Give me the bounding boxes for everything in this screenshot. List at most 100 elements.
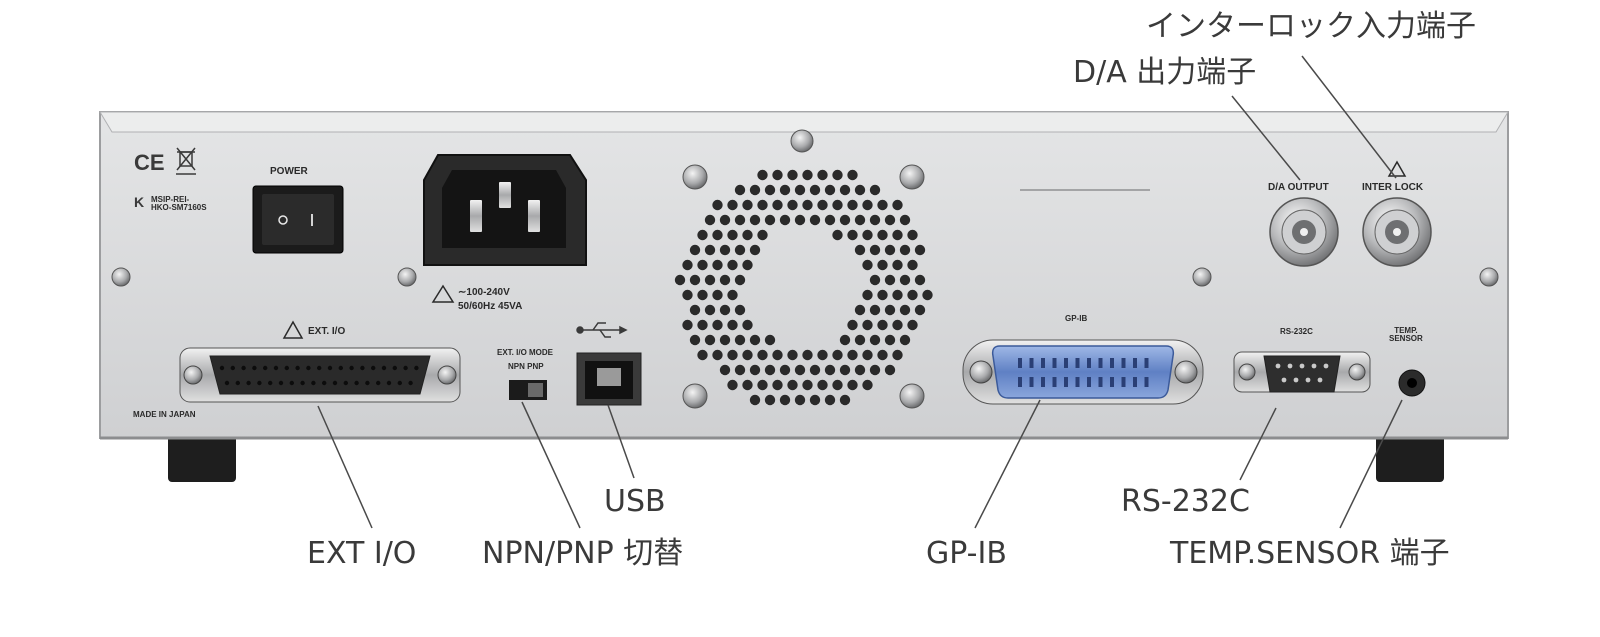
ac-rating-line2: 50/60Hz 45VA [458, 301, 523, 312]
temp-sensor-panel-label: TEMP. SENSOR [1389, 326, 1423, 344]
fan-hole [877, 259, 888, 271]
fan-hole [749, 334, 761, 346]
fan-hole [734, 274, 746, 286]
fan-hole [772, 379, 783, 391]
fan-hole [719, 214, 731, 226]
leader-ext-io [317, 405, 373, 529]
fan-hole [824, 364, 836, 376]
fan-hole [689, 334, 701, 346]
npn-pnp-switch[interactable] [509, 380, 547, 400]
fan-hole [749, 364, 761, 376]
fan-hole [757, 199, 768, 211]
fan-hole [907, 319, 918, 331]
fan-hole [899, 334, 911, 346]
fan-hole [689, 244, 701, 256]
fan-hole [779, 364, 791, 376]
rs232c-panel-label: RS-232C [1280, 327, 1313, 336]
fan-hole [802, 379, 813, 391]
fan-hole [817, 349, 828, 361]
fan-hole [847, 349, 858, 361]
fan-hole [682, 319, 693, 331]
fan-hole [869, 214, 881, 226]
fan-hole [884, 214, 896, 226]
fan-hole [749, 244, 761, 256]
fan-hole [892, 349, 903, 361]
fan-hole [884, 334, 896, 346]
ac-inlet[interactable] [423, 154, 587, 266]
fan-hole [824, 394, 836, 406]
power-switch[interactable] [252, 185, 344, 254]
callout-usb: USB [604, 484, 666, 519]
fan-hole [764, 394, 776, 406]
fan-hole [787, 199, 798, 211]
fan-hole [877, 199, 888, 211]
rs232c-connector[interactable] [1233, 351, 1371, 393]
leader-temp-sensor [1339, 399, 1403, 529]
fan-hole [757, 349, 768, 361]
fan-hole [764, 184, 776, 196]
fan-hole [772, 349, 783, 361]
fan-hole [854, 364, 866, 376]
fan-hole [757, 379, 768, 391]
fan-hole [862, 259, 873, 271]
fan-hole [862, 199, 873, 211]
fan-hole [884, 364, 896, 376]
temp-sensor-jack[interactable] [1398, 369, 1426, 397]
fan-hole [787, 379, 798, 391]
fan-hole [914, 274, 926, 286]
gpib-connector[interactable] [962, 339, 1204, 405]
fan-hole [824, 214, 836, 226]
callout-da-output: D/A 出力端子 [1073, 55, 1257, 90]
fan-hole [697, 319, 708, 331]
fan-hole [832, 349, 843, 361]
ac-rating-line1: ∼100-240V [458, 287, 510, 298]
fan-hole [824, 184, 836, 196]
fan-hole [854, 334, 866, 346]
fan-hole [899, 274, 911, 286]
fan-hole [727, 319, 738, 331]
fan-hole [704, 214, 716, 226]
kc-certification-text: MSIP-REI- HKO-SM7160S [151, 195, 207, 213]
ce-mark: CE [134, 150, 165, 175]
fan-hole [847, 229, 858, 241]
fan-hole [712, 349, 723, 361]
fan-hole [757, 169, 768, 181]
ext-io-connector[interactable] [179, 347, 461, 403]
fan-hole [862, 319, 873, 331]
fan-hole [869, 364, 881, 376]
fan-hole [697, 289, 708, 301]
fan-hole [914, 304, 926, 316]
fan-hole [847, 199, 858, 211]
fan-hole [854, 184, 866, 196]
fan-hole [892, 289, 903, 301]
fan-hole [719, 274, 731, 286]
fan-hole [727, 289, 738, 301]
fan-hole [704, 274, 716, 286]
fan-hole [727, 199, 738, 211]
fan-hole [892, 319, 903, 331]
fan-hole [772, 169, 783, 181]
fan-hole [869, 184, 881, 196]
fan-hole [817, 169, 828, 181]
fan-hole [742, 199, 753, 211]
warning-icon [282, 160, 1407, 339]
interlock-bnc[interactable] [1362, 197, 1432, 267]
fan-hole [869, 274, 881, 286]
da-output-bnc[interactable] [1269, 197, 1339, 267]
fan-hole [749, 394, 761, 406]
fan-hole [899, 214, 911, 226]
fan-hole [704, 334, 716, 346]
fan-hole [794, 394, 806, 406]
fan-hole [757, 229, 768, 241]
fan-hole [734, 334, 746, 346]
fan-hole [869, 334, 881, 346]
fan-hole [862, 349, 873, 361]
fan-hole [832, 379, 843, 391]
fan-hole [764, 214, 776, 226]
fan-hole [787, 349, 798, 361]
fan-hole [727, 379, 738, 391]
fan-hole [839, 184, 851, 196]
fan-hole [907, 289, 918, 301]
usb-icon [576, 322, 628, 338]
usb-port[interactable] [576, 322, 642, 406]
